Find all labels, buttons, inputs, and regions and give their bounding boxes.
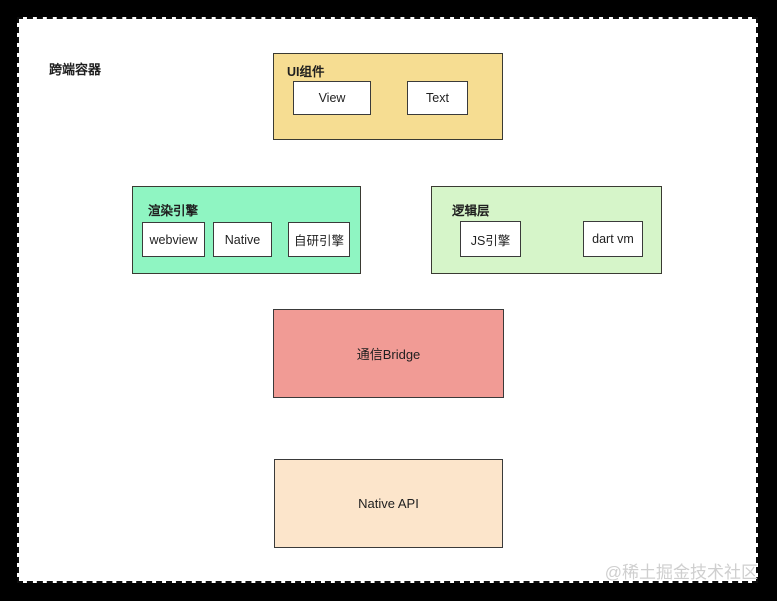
block-native-api: Native API: [274, 459, 503, 548]
node-view: View: [293, 81, 371, 115]
group-logic-layer-label: 逻辑层: [452, 204, 490, 218]
cross-platform-container-frame: 跨端容器 UI组件 View Text 渲染引擎 webview Native …: [17, 17, 758, 583]
group-ui-components: UI组件 View Text: [273, 53, 503, 140]
container-title: 跨端容器: [49, 62, 102, 77]
node-native: Native: [213, 222, 272, 257]
watermark: @稀土掘金技术社区: [604, 563, 758, 582]
node-custom-engine: 自研引擎: [288, 222, 350, 257]
block-communication-bridge: 通信Bridge: [273, 309, 504, 398]
node-dart-vm: dart vm: [583, 221, 643, 257]
group-render-engine: 渲染引擎 webview Native 自研引擎: [132, 186, 361, 274]
node-js-engine: JS引擎: [460, 221, 521, 257]
group-ui-components-label: UI组件: [287, 65, 325, 79]
node-webview: webview: [142, 222, 205, 257]
node-text: Text: [407, 81, 468, 115]
group-logic-layer: 逻辑层 JS引擎 dart vm: [431, 186, 662, 274]
group-render-engine-label: 渲染引擎: [148, 204, 199, 218]
